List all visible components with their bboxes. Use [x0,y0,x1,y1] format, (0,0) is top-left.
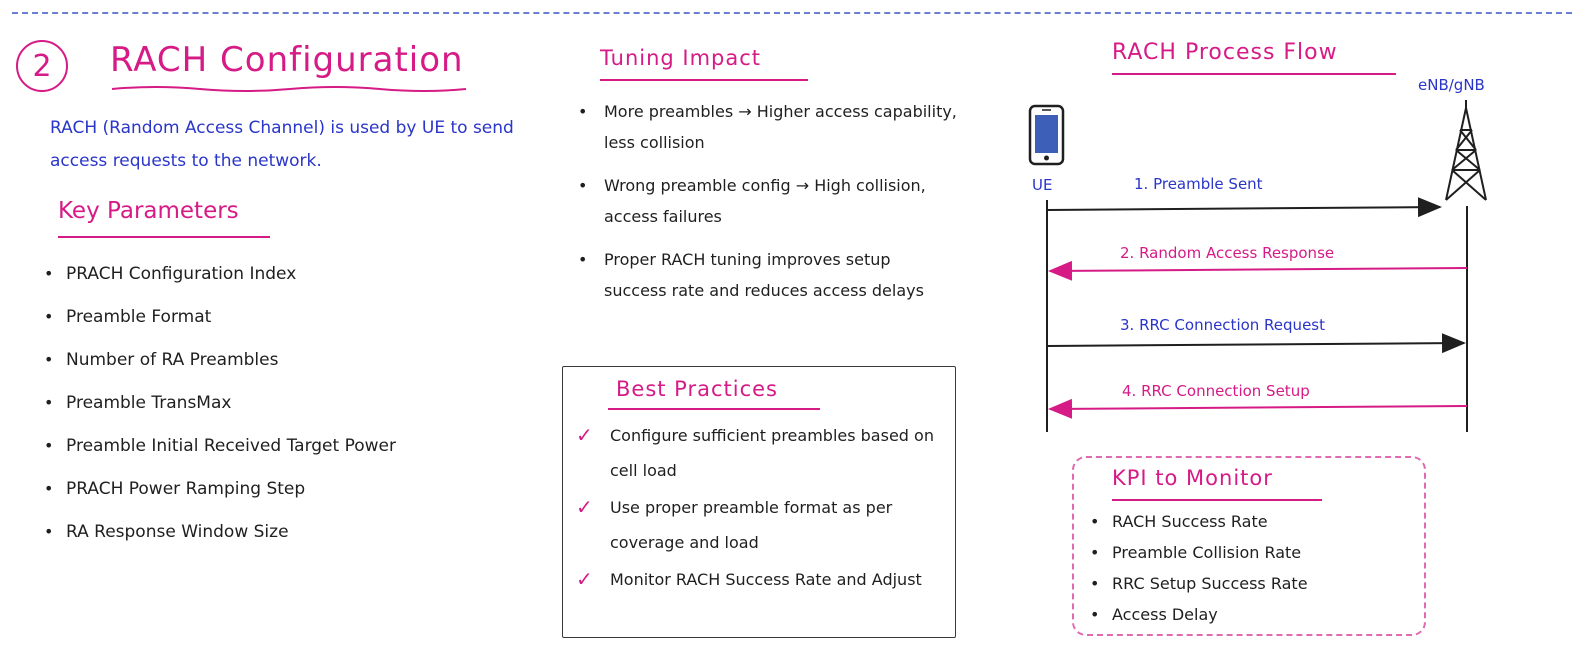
bullet-dot: • [1090,543,1100,562]
best-practices-list: ✓ Configure sufficient preambles based on… [576,418,946,599]
list-item-text: Wrong preamble config → High collision, … [604,176,926,226]
message-label: 2. Random Access Response [1120,244,1335,262]
kpi-heading: KPI to Monitor [1112,466,1273,490]
list-item-text: Access Delay [1112,605,1218,624]
message-label: 4. RRC Connection Setup [1122,382,1310,400]
list-item: • RRC Setup Success Rate [1090,568,1308,599]
bullet-dot: • [578,176,588,195]
best-practices-underline [608,408,820,410]
list-item: • Proper RACH tuning improves setup succe… [578,244,958,306]
list-item-text: Monitor RACH Success Rate and Adjust [610,570,922,589]
list-item-text: RACH Success Rate [1112,512,1268,531]
list-item-text: RRC Setup Success Rate [1112,574,1308,593]
key-parameters-list: • PRACH Configuration Index • Preamble For… [44,252,396,553]
arrow-rrc-connection-request [1046,333,1466,354]
kpi-list: • RACH Success Rate • Preamble Collision R… [1090,506,1308,630]
best-practices-box [562,366,956,638]
bullet-dot: • [44,479,54,498]
intro-text: RACH (Random Access Channel) is used by … [50,118,514,171]
list-item: • PRACH Power Ramping Step [44,467,396,510]
top-dashed-divider [12,12,1572,14]
tuning-impact-heading: Tuning Impact [600,46,762,70]
list-item: • Preamble Initial Received Target Power [44,424,396,467]
list-item: • Preamble TransMax [44,381,396,424]
cell-tower-icon [1445,100,1487,201]
bullet-dot: • [578,102,588,121]
list-item-text: Preamble Initial Received Target Power [66,435,396,456]
checkmark-icon: ✓ [576,567,593,591]
list-item: • PRACH Configuration Index [44,252,396,295]
arrow-rrc-connection-setup [1048,398,1468,419]
tuning-impact-list: • More preambles → Higher access capabili… [578,96,958,318]
title-underline [111,86,467,92]
key-parameters-heading: Key Parameters [58,198,239,224]
section-number: 2 [32,48,52,84]
arrow-preamble-sent [1046,197,1442,218]
list-item-text: Number of RA Preambles [66,349,279,370]
list-item: • RACH Success Rate [1090,506,1308,537]
message-label: 1. Preamble Sent [1134,175,1263,193]
ue-label: UE [1032,176,1053,194]
kpi-underline [1112,499,1322,501]
list-item-text: Preamble Format [66,306,212,327]
list-item-text: Preamble TransMax [66,392,232,413]
section-number-badge: 2 [16,40,68,92]
list-item: ✓ Use proper preamble format as per cover… [576,490,946,560]
tuning-impact-underline [600,79,808,81]
list-item-text: PRACH Power Ramping Step [66,478,306,499]
bullet-dot: • [1090,512,1100,531]
list-item: • More preambles → Higher access capabili… [578,96,958,158]
bullet-dot: • [44,264,54,283]
page-title: RACH Configuration [110,40,464,80]
kpi-box [1072,456,1426,636]
phone-icon [1028,104,1065,166]
list-item-text: Use proper preamble format as per covera… [610,498,893,552]
list-item-text: PRACH Configuration Index [66,263,297,284]
list-item-text: RA Response Window Size [66,521,289,542]
process-flow-heading: RACH Process Flow [1112,40,1338,65]
bullet-dot: • [1090,605,1100,624]
bullet-dot: • [44,350,54,369]
list-item: • RA Response Window Size [44,510,396,553]
list-item-text: Configure sufficient preambles based on … [610,426,934,480]
list-item-text: Preamble Collision Rate [1112,543,1302,562]
best-practices-heading: Best Practices [616,377,778,401]
list-item: • Wrong preamble config → High collision,… [578,170,958,232]
list-item: ✓ Configure sufficient preambles based on… [576,418,946,488]
list-item: • Number of RA Preambles [44,338,396,381]
list-item: • Preamble Collision Rate [1090,537,1308,568]
enb-label: eNB/gNB [1418,76,1485,94]
list-item: ✓ Monitor RACH Success Rate and Adjust [576,562,946,597]
message-label: 3. RRC Connection Request [1120,316,1325,334]
bullet-dot: • [44,307,54,326]
list-item: • Preamble Format [44,295,396,338]
bullet-dot: • [44,522,54,541]
key-parameters-underline [58,236,270,238]
list-item-text: More preambles → Higher access capabilit… [604,102,957,152]
list-item: • Access Delay [1090,599,1308,630]
bullet-dot: • [1090,574,1100,593]
arrow-random-access-response [1048,260,1468,281]
bullet-dot: • [44,393,54,412]
process-flow-underline [1112,73,1396,75]
bullet-dot: • [578,250,588,269]
list-item-text: Proper RACH tuning improves setup succes… [604,250,924,300]
checkmark-icon: ✓ [576,495,593,519]
checkmark-icon: ✓ [576,423,593,447]
bullet-dot: • [44,436,54,455]
